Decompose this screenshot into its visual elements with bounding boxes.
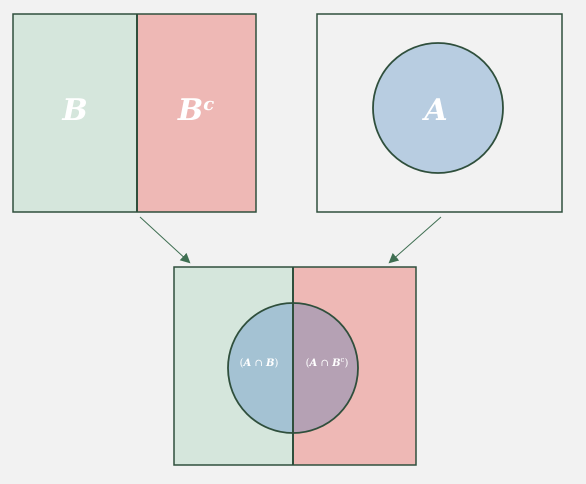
- label-a-intersect-b: (A ∩ B): [240, 358, 279, 369]
- event-a-circle: [372, 42, 504, 174]
- label-b: B: [61, 93, 87, 128]
- combined-frame: [173, 266, 417, 466]
- region-b: [13, 14, 137, 212]
- label-a: A: [421, 93, 447, 128]
- region-b-complement: [137, 14, 256, 212]
- partition-frame: [12, 13, 257, 213]
- partition-panel: B Bc: [12, 13, 257, 213]
- label-b-complement: Bc: [177, 93, 214, 128]
- arrow-left: [139, 216, 191, 264]
- arrow-right: [388, 216, 442, 264]
- label-a-intersect-b-complement: (A ∩ Bc): [306, 356, 349, 369]
- event-panel: A: [316, 13, 563, 213]
- combined-panel: (A ∩ B) (A ∩ Bc): [173, 266, 417, 466]
